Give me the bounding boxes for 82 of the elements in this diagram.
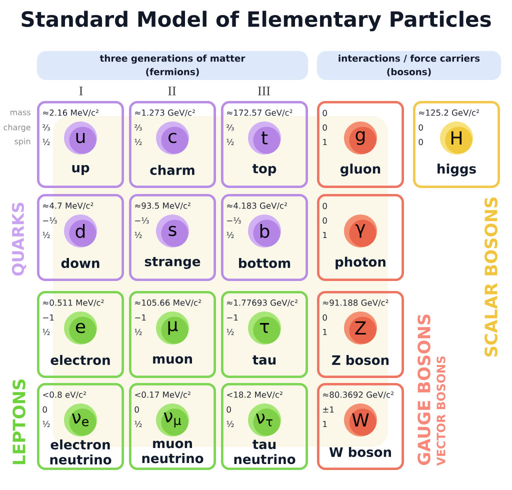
charge-value: ±1 (323, 406, 334, 412)
charge-value: −⅓ (43, 217, 57, 224)
spin-value: ½ (134, 420, 142, 428)
group-label: SCALAR BOSONS (484, 198, 498, 356)
charge-value: −⅓ (227, 217, 241, 224)
spin-value: ½ (226, 420, 234, 428)
particle-name: tau (252, 355, 276, 365)
spin-value: ½ (42, 328, 50, 336)
spin-value: ½ (42, 232, 50, 238)
particle-name: muon (153, 356, 192, 364)
generation-numeral: II (168, 86, 176, 96)
charge-value: −1 (43, 314, 54, 321)
spin-value: 1 (323, 232, 327, 238)
particle-name: charm (150, 164, 194, 176)
spin-value: 1 (323, 328, 327, 336)
mass-value: ≈105.66 MeV/c² (135, 300, 201, 306)
charge-value: ⅔ (42, 124, 50, 131)
spin-value: ½ (134, 232, 142, 238)
mass-value: ≈93.5 MeV/c² (135, 202, 190, 210)
particle-name: photon (336, 256, 386, 270)
spin-value: ½ (226, 138, 234, 146)
group-label: LEPTONS (12, 380, 26, 464)
row-label: charge (4, 124, 30, 132)
charge-value: ⅔ (134, 124, 142, 131)
group-label: VECTOR BOSONS (436, 356, 446, 466)
spin-value: 1 (323, 138, 327, 146)
mass-value: ≈4.7 MeV/c² (43, 202, 94, 210)
charge-value: 0 (322, 217, 327, 224)
mass-value: <18.2 MeV/c² (227, 392, 282, 398)
charge-value: ⅔ (226, 124, 234, 131)
mass-value: 0 (322, 110, 327, 116)
particle-name: gluon (340, 164, 380, 176)
mass-value: ≈1.273 GeV/c² (135, 110, 195, 116)
header-band: three generations of matter (fermions) (37, 51, 308, 80)
spin-value: ½ (134, 328, 142, 336)
particle-name: W boson (329, 446, 391, 458)
mass-value: ≈4.183 GeV/c² (227, 202, 287, 210)
title: Standard Model of Elementary Particles (22, 10, 491, 32)
charge-value: 0 (418, 124, 423, 131)
generation-numeral: III (258, 86, 270, 96)
charge-value: 0 (226, 406, 231, 413)
charge-value: 0 (42, 406, 47, 413)
particle-name: top (252, 164, 276, 176)
charge-value: 0 (134, 406, 139, 413)
particle-name: down (61, 258, 100, 268)
mass-value: 0 (322, 202, 327, 210)
particle-name: higgs (438, 164, 476, 176)
spin-value: 0 (418, 138, 423, 146)
mass-value: ≈2.16 MeV/c² (43, 110, 98, 116)
generation-numeral: I (79, 86, 83, 96)
spin-value: ½ (226, 232, 234, 238)
particle-name: up (72, 165, 90, 175)
mass-value: <0.17 MeV/c² (135, 392, 190, 398)
charge-value: 0 (322, 314, 327, 321)
particle-name: strange (144, 257, 200, 269)
particle-name: tau neutrino (234, 440, 296, 464)
header-band: interactions / force carriers (bosons) (317, 51, 501, 80)
mass-value: ≈1.77693 GeV/c² (227, 300, 298, 306)
spin-value: 1 (323, 420, 327, 427)
particle-name: bottom (239, 258, 290, 268)
mass-value: ≈125.2 GeV/c² (419, 110, 479, 116)
particle-name: Z boson (332, 354, 389, 366)
spin-value: ½ (226, 328, 234, 336)
spin-value: ½ (42, 420, 50, 428)
particle-name: muon neutrino (142, 440, 204, 464)
spin-value: ½ (42, 138, 50, 146)
mass-value: ≈91.188 GeV/c² (323, 300, 388, 306)
charge-value: −1 (135, 314, 146, 321)
charge-value: −⅓ (135, 217, 149, 224)
spin-value: ½ (134, 138, 142, 146)
charge-value: 0 (322, 124, 327, 131)
group-label: QUARKS (12, 202, 26, 276)
particle-name: electron neutrino (50, 439, 112, 465)
row-label: mass (10, 110, 30, 116)
particle-name: electron (50, 354, 110, 366)
mass-value: ≈172.57 GeV/c² (227, 110, 292, 116)
mass-value: <0.8 eV/c² (43, 392, 86, 398)
mass-value: ≈80.3692 GeV/c² (323, 392, 394, 398)
mass-value: ≈0.511 MeV/c² (43, 300, 104, 306)
group-label: GAUGE BOSONS (418, 314, 430, 465)
charge-value: −1 (227, 314, 238, 321)
row-label: spin (14, 138, 30, 146)
